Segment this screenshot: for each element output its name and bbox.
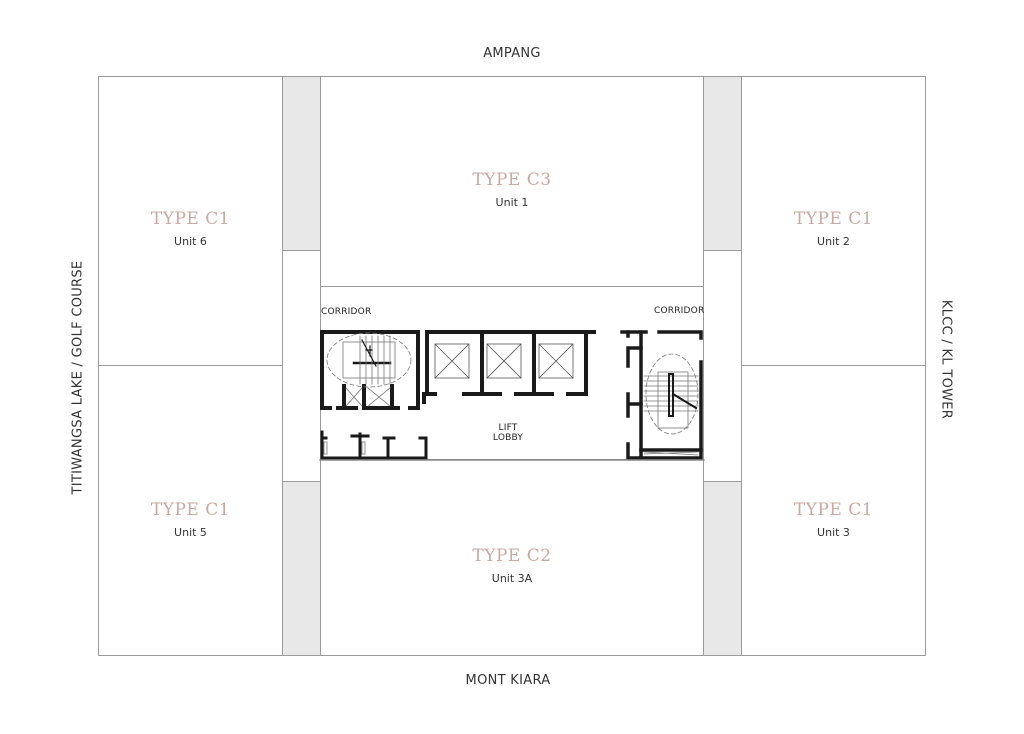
direction-east-label: KLCC / KL TOWER: [938, 299, 954, 420]
unit-number-label: Unit 5: [174, 526, 207, 539]
unit-type-label: TYPE C2: [472, 546, 552, 566]
lift-lobby-line1: LIFT: [498, 423, 518, 433]
unit-type-label: TYPE C1: [150, 209, 231, 229]
stair-left: [320, 330, 420, 410]
unit-number-label: Unit 1: [495, 196, 529, 209]
floor-plan: TYPE C1 Unit 6 TYPE C1 Unit 5 TYPE C3 Un…: [98, 76, 926, 656]
lift-lobby-label: LIFT LOBBY: [478, 423, 538, 443]
corridor-left-label: CORRIDOR: [321, 307, 372, 317]
unit-3[interactable]: TYPE C1 Unit 3: [741, 365, 926, 656]
unit-1[interactable]: TYPE C3 Unit 1: [320, 76, 704, 287]
direction-south-label: MONT KIARA: [465, 673, 551, 688]
unit-2[interactable]: TYPE C1 Unit 2: [741, 76, 926, 366]
lift-lobby-line2: LOBBY: [492, 433, 524, 443]
stair-right: [620, 330, 703, 460]
core-drawing: [319, 330, 705, 461]
unit-number-label: Unit 3: [817, 526, 850, 539]
unit-3a[interactable]: TYPE C2 Unit 3A: [320, 459, 704, 656]
direction-west-label: TITIWANGSA LAKE / GOLF COURSE: [70, 260, 86, 495]
unit-type-label: TYPE C1: [793, 209, 874, 229]
direction-north-label: AMPANG: [483, 46, 541, 61]
unit-type-label: TYPE C3: [472, 170, 552, 190]
unit-number-label: Unit 3A: [491, 572, 533, 585]
unit-type-label: TYPE C1: [793, 500, 874, 520]
shaded-strip-right-bottom: [703, 481, 742, 656]
unit-type-label: TYPE C1: [150, 500, 231, 520]
corridor-right-label: CORRIDOR: [654, 306, 705, 316]
lift-shafts: [422, 330, 596, 404]
unit-number-label: Unit 6: [174, 235, 207, 248]
unit-number-label: Unit 2: [817, 235, 850, 248]
